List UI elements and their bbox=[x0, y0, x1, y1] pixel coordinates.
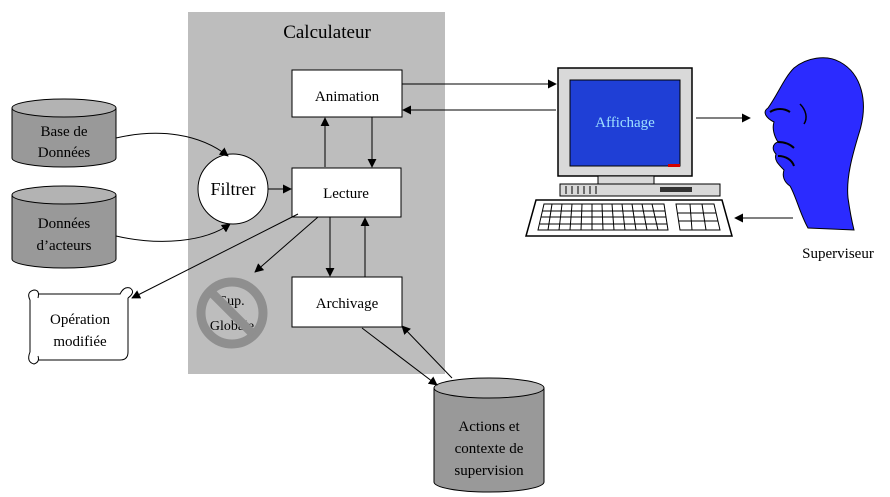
scroll-line1: Opération bbox=[50, 312, 110, 328]
supervisor-head-icon bbox=[764, 57, 864, 231]
calculator-title: Calculateur bbox=[283, 22, 371, 43]
computer-screen-label: Affichage bbox=[595, 115, 655, 131]
computer-icon: Affichage bbox=[525, 67, 733, 237]
scroll-line2: modifiée bbox=[53, 334, 107, 350]
arrow-archivage-to-actions bbox=[361, 327, 438, 386]
database-base-line1: Base de bbox=[40, 124, 87, 140]
database-base-line2: Données bbox=[38, 145, 91, 161]
arrow-actions-to-archivage bbox=[401, 325, 453, 379]
arrow-base-to-filter bbox=[115, 132, 229, 157]
filter-label: Filtrer bbox=[211, 179, 256, 199]
archivage-block: Archivage bbox=[291, 276, 403, 328]
database-actors-line1: Données bbox=[38, 216, 91, 232]
archivage-label: Archivage bbox=[316, 296, 379, 312]
database-actions-line3: supervision bbox=[454, 463, 524, 479]
animation-block: Animation bbox=[291, 69, 403, 118]
animation-label: Animation bbox=[315, 89, 380, 105]
database-actions-line2: contexte de bbox=[455, 441, 524, 457]
filter-node: Filtrer bbox=[197, 153, 269, 225]
connectors bbox=[115, 79, 793, 386]
arrow-lecture-to-scroll bbox=[131, 213, 299, 299]
supervisor-label: Superviseur bbox=[802, 246, 874, 262]
computer-screen bbox=[569, 79, 681, 167]
database-actors-line2: d’acteurs bbox=[37, 238, 92, 254]
database-base: Base de Données bbox=[11, 98, 117, 168]
lecture-label: Lecture bbox=[323, 186, 369, 202]
global-suppression-icon: Sup. Globale bbox=[196, 277, 268, 349]
database-actions: Actions et contexte de supervision bbox=[433, 377, 545, 493]
lecture-block: Lecture bbox=[291, 167, 402, 218]
modified-operation-scroll: Opération modifiée bbox=[28, 287, 134, 365]
database-actors: Données d’acteurs bbox=[11, 185, 117, 269]
arrow-actors-to-filter bbox=[115, 223, 231, 242]
arrow-lecture-to-suppression bbox=[254, 216, 319, 273]
database-actions-line1: Actions et bbox=[458, 419, 520, 435]
